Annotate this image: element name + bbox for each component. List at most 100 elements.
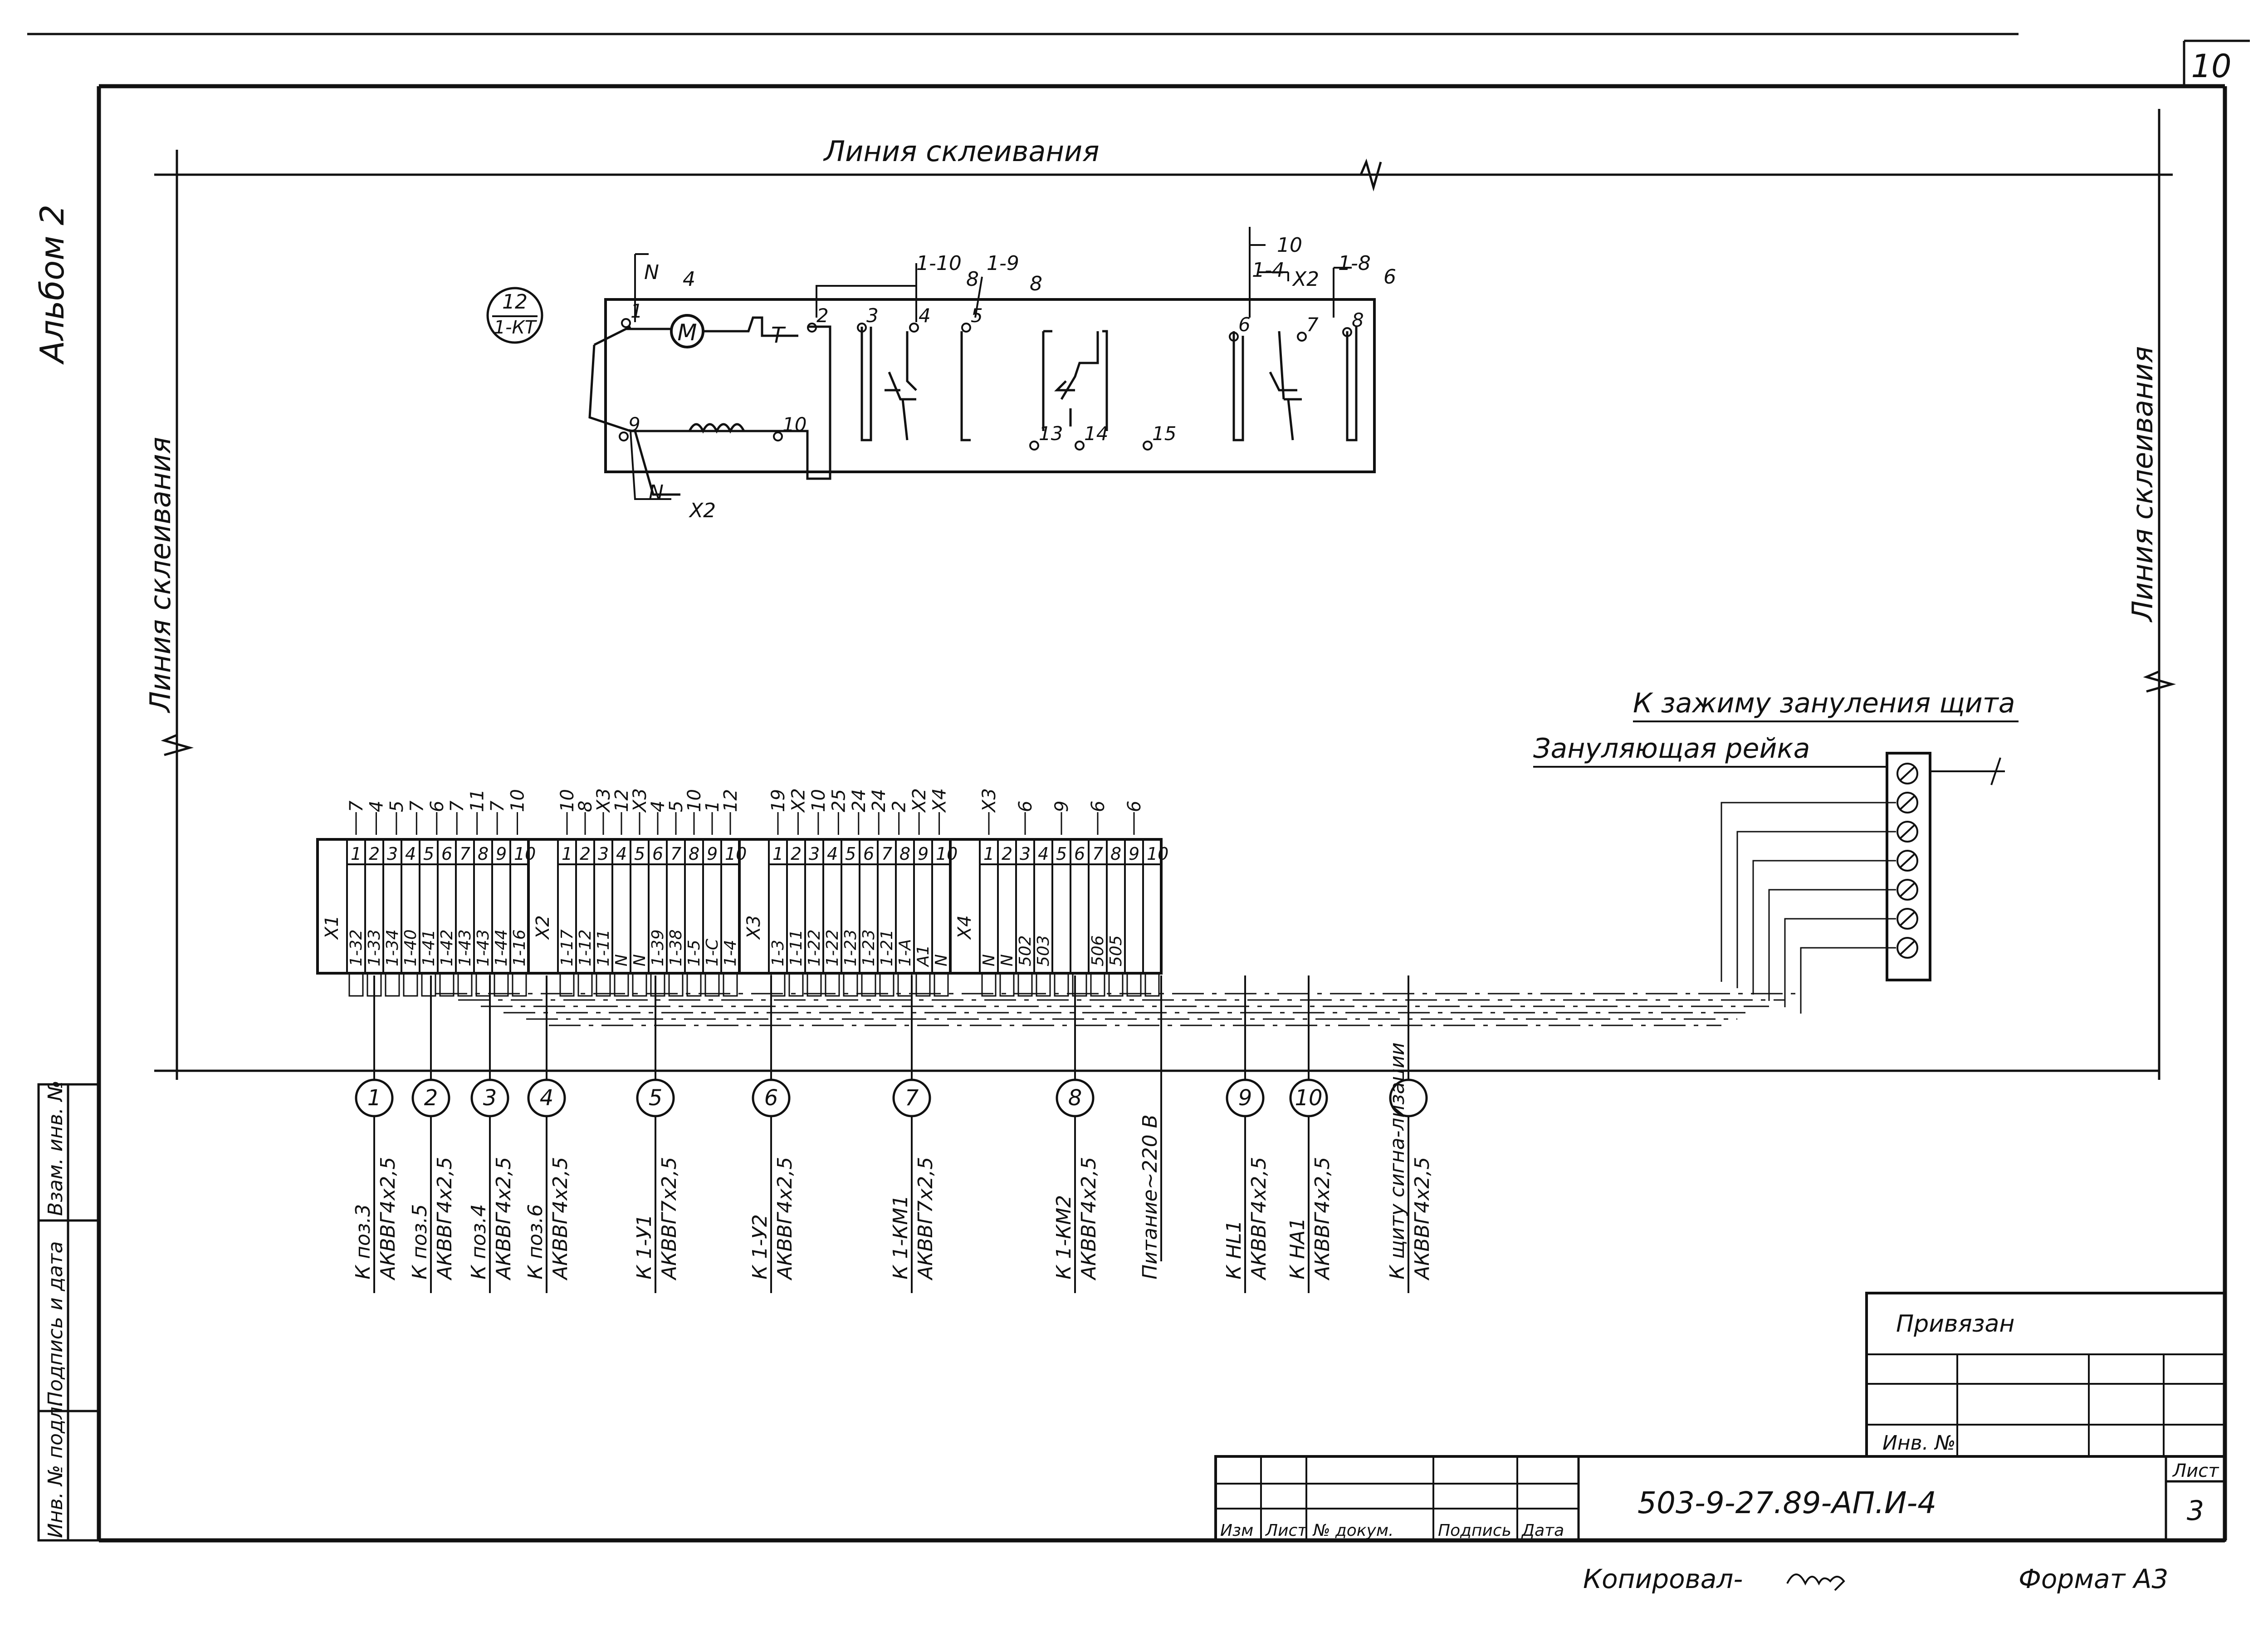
terminal-number: 10 (1147, 844, 1168, 864)
terminal-lug (559, 972, 575, 997)
cable-destination: К 1-КМ1 (889, 1195, 912, 1279)
stamp-sign-date: Подпись и дата (44, 1241, 67, 1407)
terminal-top-mark: X2 (909, 788, 930, 813)
terminal-top-mark: 8 (575, 801, 596, 812)
cable-destination: К 1-КМ2 (1052, 1195, 1075, 1279)
relay-wire-label: 1-4 (1252, 259, 1285, 282)
terminal-code: 505 (1107, 935, 1125, 966)
terminal-top-mark: 7 (447, 800, 468, 812)
glue-line-top: Линия склеивания (823, 135, 1099, 168)
busbar-screw-slot (1900, 941, 1915, 955)
terminal-number: 2 (580, 844, 591, 864)
relay-pin-terminal (961, 323, 971, 333)
relay-pin: 4 (919, 304, 931, 327)
cable-type: АКВВГ4х2,5 (1411, 1157, 1434, 1281)
terminal-top-mark: 25 (828, 789, 849, 812)
cable-destination: К поз.4 (467, 1204, 490, 1279)
terminal-top-mark: 9 (1051, 801, 1072, 812)
terminal-top-mark: 6 (427, 801, 448, 812)
terminal-code: 1-43 (474, 929, 493, 966)
stamp-vzam-inv: Взам. инв. № (44, 1080, 67, 1216)
terminal-number: 1 (562, 844, 572, 864)
terminal-code: 1-11 (787, 929, 806, 966)
terminal-strip: X111-3221-3331-3441-4051-4161-4271-4381-… (316, 788, 1168, 997)
bound-label: Привязан (1896, 1310, 2014, 1338)
terminal-code: 1-12 (576, 929, 595, 966)
terminal-top-mark: 6 (1124, 801, 1145, 812)
terminal-code: 1-39 (649, 929, 667, 966)
terminal-lug (668, 972, 684, 997)
terminal-lug (807, 972, 822, 997)
terminal-lug (934, 972, 949, 997)
relay-callout-circle (486, 287, 543, 344)
terminal-number: 4 (616, 844, 627, 864)
terminal-code: 1-3 (769, 940, 787, 966)
sheet-number: 3 (2187, 1495, 2204, 1527)
relay-pin-terminal (807, 323, 817, 333)
terminal-code: 1-11 (594, 929, 613, 966)
zeroing-busbar (1533, 720, 2019, 981)
title-block (1214, 1292, 2226, 1542)
terminal-code: 506 (1089, 935, 1107, 966)
album-label: Альбом 2 (33, 205, 71, 365)
terminal-number: 10 (725, 844, 747, 864)
cable-number: 1 (367, 1085, 381, 1111)
terminal-top-mark: X3 (593, 788, 614, 813)
cable-number: 3 (483, 1085, 497, 1111)
terminal-lug (723, 972, 738, 997)
terminal-code: 1-22 (805, 929, 824, 966)
terminal-top-mark: 7 (487, 800, 508, 812)
terminal-lug (475, 972, 491, 997)
terminal-lug (686, 972, 702, 997)
relay-wire-label: 1-8 (1338, 252, 1371, 275)
terminal-lug (421, 972, 436, 997)
terminal-lug (788, 972, 804, 997)
terminal-number: 8 (689, 844, 699, 864)
terminal-top-mark: 5 (666, 801, 687, 812)
terminal-number: 5 (1056, 844, 1067, 864)
relay-unit (486, 227, 1376, 500)
terminal-number: 5 (423, 844, 434, 864)
cable-number: 9 (1238, 1085, 1252, 1111)
relay-callout-bottom: 1-КТ (494, 317, 538, 338)
terminal-lug (512, 972, 527, 997)
cable-type: АКВВГ4х2,5 (773, 1157, 797, 1281)
terminal-code: 1-21 (878, 929, 896, 966)
cable-type: АКВВГ4х2,5 (1311, 1157, 1334, 1281)
terminal-number: 10 (936, 844, 958, 864)
cable-destination: К поз.5 (408, 1204, 431, 1279)
cable-number: 2 (424, 1085, 438, 1111)
col-doc: № докум. (1312, 1521, 1393, 1540)
terminal-lug (897, 972, 913, 997)
terminal-number: 6 (1074, 844, 1085, 864)
terminal-code: 1-34 (383, 929, 402, 966)
terminal-top-mark: 1 (702, 801, 723, 812)
terminal-lug (1126, 972, 1142, 997)
col-izm: Изм (1220, 1521, 1253, 1540)
relay-pin-terminal (909, 323, 919, 333)
terminal-number: 7 (670, 844, 681, 864)
relay-housing (604, 298, 1376, 473)
relay-pin: 7 (1306, 314, 1319, 336)
terminal-number: 3 (598, 844, 609, 864)
zero-clamp-label: К зажиму зануления щита (1633, 687, 2015, 719)
relay-pin-terminal (1143, 441, 1153, 451)
side-stamp (37, 1083, 100, 1542)
terminal-code: N (932, 954, 951, 966)
terminal-lug (1036, 972, 1051, 997)
relay-wire-label: 1-10 (916, 252, 962, 275)
terminal-lug (348, 972, 364, 997)
busbar-wire (1736, 831, 1896, 988)
terminal-number: 6 (441, 844, 452, 864)
terminal-code: 503 (1034, 935, 1053, 966)
terminal-lug (704, 972, 720, 997)
cable-type: АКВВГ7х2,5 (658, 1157, 681, 1281)
terminal-top-mark: 7 (406, 800, 427, 812)
relay-wire-label: 1-9 (987, 252, 1019, 275)
terminal-code: 502 (1016, 935, 1035, 966)
terminal-top-mark: 4 (366, 801, 387, 812)
terminal-number: 1 (351, 844, 362, 864)
terminal-top-mark: X4 (929, 788, 950, 813)
